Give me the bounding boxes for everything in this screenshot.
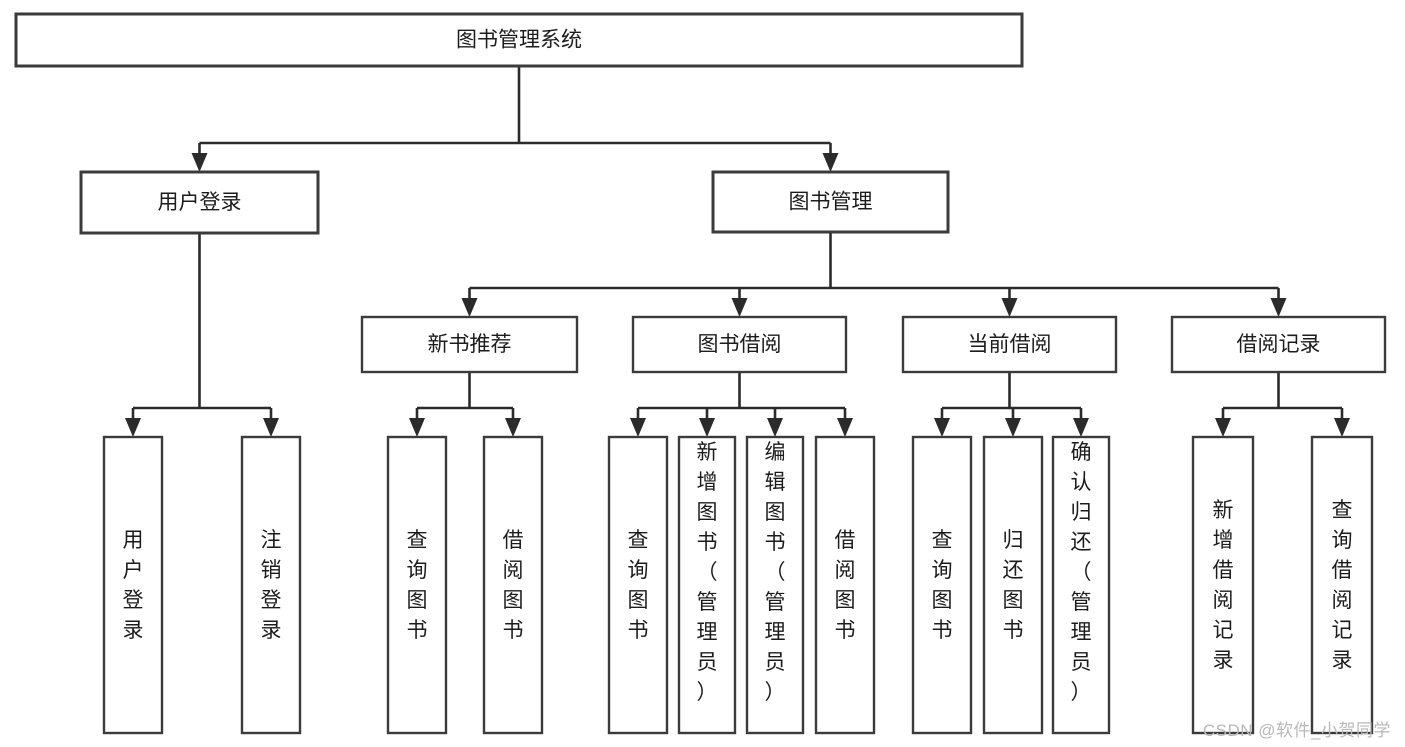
node-label: 确认归还（管理员） — [1071, 441, 1092, 704]
node-leaf-leaf-query-book-3[interactable]: 查询图书 — [911, 435, 973, 735]
connector-layer — [125, 66, 1350, 437]
node-box — [607, 435, 669, 735]
node-leaf-leaf-query-record[interactable]: 查询借阅记录 — [1310, 435, 1374, 735]
node-level3-borrow-record[interactable]: 借阅记录 — [1170, 315, 1387, 374]
node-box — [79, 170, 320, 235]
node-box — [1191, 435, 1255, 735]
node-box — [1051, 435, 1111, 735]
node-label: 查询图书 — [628, 529, 649, 642]
node-label: 当前借阅 — [968, 333, 1052, 356]
node-box — [982, 435, 1044, 735]
node-label: 图书借阅 — [698, 333, 782, 356]
node-label: 归还图书 — [1003, 529, 1024, 642]
node-label: 用户登录 — [158, 191, 242, 214]
node-root[interactable]: 图书管理系统 — [14, 12, 1024, 68]
node-leaf-leaf-logout[interactable]: 注销登录 — [240, 435, 302, 735]
node-box — [711, 170, 950, 234]
node-box — [901, 315, 1118, 374]
arrow-head-icon — [699, 418, 715, 437]
node-leaf-leaf-add-book[interactable]: 新增图书（管理员） — [677, 435, 737, 735]
node-level2-book-manage[interactable]: 图书管理 — [711, 170, 950, 234]
node-label: 查询图书 — [407, 529, 428, 642]
arrow-head-icon — [934, 418, 950, 437]
node-leaf-leaf-user-login[interactable]: 用户登录 — [102, 435, 164, 735]
node-level3-book-borrow[interactable]: 图书借阅 — [631, 315, 848, 374]
node-label: 编辑图书（管理员） — [765, 441, 786, 704]
node-box — [482, 435, 544, 735]
node-label: 注销登录 — [261, 529, 282, 642]
node-box — [240, 435, 302, 735]
node-leaf-leaf-return-book[interactable]: 归还图书 — [982, 435, 1044, 735]
node-leaf-leaf-borrow-book-2[interactable]: 借阅图书 — [814, 435, 876, 735]
arrow-head-icon — [125, 418, 141, 437]
node-label: 借阅记录 — [1237, 333, 1321, 356]
node-box — [677, 435, 737, 735]
node-box — [102, 435, 164, 735]
node-box — [745, 435, 805, 735]
node-label: 图书管理 — [789, 191, 873, 214]
arrow-head-icon — [1270, 298, 1287, 317]
arrow-head-icon — [409, 418, 425, 437]
arrow-head-icon — [1073, 418, 1089, 437]
node-box — [631, 315, 848, 374]
node-level3-current-borrow[interactable]: 当前借阅 — [901, 315, 1118, 374]
node-level3-new-book-rec[interactable]: 新书推荐 — [360, 315, 579, 374]
arrow-head-icon — [837, 418, 853, 437]
arrow-head-icon — [461, 298, 478, 317]
arrow-head-icon — [731, 298, 748, 317]
node-box — [911, 435, 973, 735]
node-leaf-leaf-confirm-return[interactable]: 确认归还（管理员） — [1051, 435, 1111, 735]
node-label: 查询图书 — [932, 529, 953, 642]
arrow-head-icon — [822, 153, 839, 172]
node-label: 借阅图书 — [835, 529, 856, 642]
node-leaf-leaf-add-record[interactable]: 新增借阅记录 — [1191, 435, 1255, 735]
arrow-head-icon — [630, 418, 646, 437]
arrow-head-icon — [1005, 418, 1021, 437]
node-label: 图书管理系统 — [456, 29, 582, 52]
node-box — [14, 12, 1024, 68]
node-label: 查询借阅记录 — [1332, 499, 1353, 672]
node-label: 用户登录 — [123, 529, 144, 642]
node-label: 新增借阅记录 — [1213, 499, 1234, 672]
node-leaf-leaf-borrow-book-1[interactable]: 借阅图书 — [482, 435, 544, 735]
arrow-head-icon — [191, 153, 208, 172]
node-layer: 图书管理系统用户登录图书管理新书推荐图书借阅当前借阅借阅记录用户登录注销登录查询… — [14, 12, 1387, 735]
arrow-head-icon — [767, 418, 783, 437]
node-label: 借阅图书 — [503, 529, 524, 642]
node-box — [1170, 315, 1387, 374]
arrow-head-icon — [1334, 418, 1350, 437]
node-leaf-leaf-query-book-1[interactable]: 查询图书 — [386, 435, 448, 735]
node-box — [814, 435, 876, 735]
arrow-head-icon — [263, 418, 279, 437]
arrow-head-icon — [1215, 418, 1231, 437]
node-box — [386, 435, 448, 735]
node-label: 新书推荐 — [428, 333, 512, 356]
node-box — [360, 315, 579, 374]
node-level2-user-login[interactable]: 用户登录 — [79, 170, 320, 235]
node-leaf-leaf-edit-book[interactable]: 编辑图书（管理员） — [745, 435, 805, 735]
node-leaf-leaf-query-book-2[interactable]: 查询图书 — [607, 435, 669, 735]
node-label: 新增图书（管理员） — [697, 441, 718, 704]
arrow-head-icon — [1001, 298, 1018, 317]
arrow-head-icon — [505, 418, 521, 437]
node-box — [1310, 435, 1374, 735]
